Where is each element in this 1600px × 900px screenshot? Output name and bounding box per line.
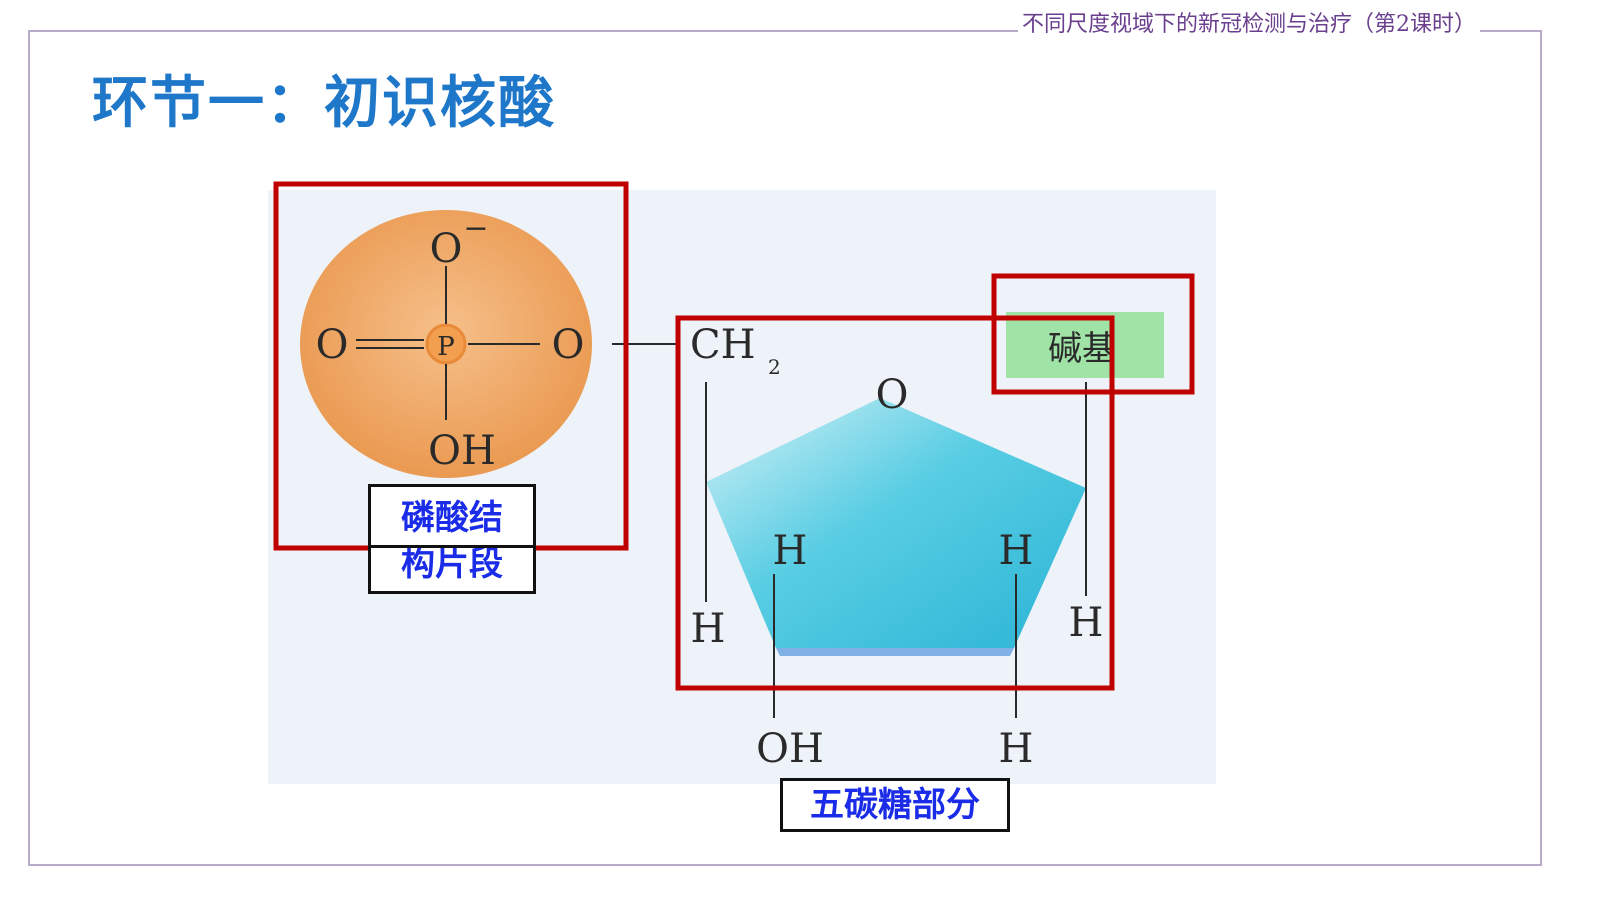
sugar-label: 五碳糖部分 [780,778,1010,832]
sugar-h-bottom: H [999,726,1034,772]
phosphate-label-line2: 构片段 [401,544,503,584]
phosphate-charge: − [463,211,488,246]
header-caption: 不同尺度视域下的新冠检测与治疗（第2课时） [1018,6,1480,38]
phosphate-oh: OH [428,428,496,474]
phosphate-p: P [437,332,455,362]
base-highlight-box [991,273,1195,395]
phosphate-o-right: O [552,322,585,368]
sugar-h-inner-right: H [999,528,1034,574]
phosphate-label-line1: 磷酸结 [401,498,503,538]
sugar-pentagon-underside [776,648,1014,656]
sugar-ch2-subscript: 2 [768,355,781,379]
sugar-ch2: CH [690,322,756,368]
phosphate-o-left: O [316,322,349,368]
base-rect [1006,312,1164,378]
phosphate-label-divider [371,545,533,548]
phosphorus-atom [425,323,467,365]
phosphate-o-top: O [430,226,463,272]
sugar-highlight-box [675,315,1115,691]
sugar-pentagon [706,398,1086,648]
sugar-h-right-outer: H [1069,600,1104,646]
sugar-oh-bottom: OH [756,726,824,772]
page-title: 环节一：初识核酸 [92,71,556,136]
phosphate-label: 磷酸结 构片段 [368,484,536,594]
sugar-h-inner-left: H [773,528,808,574]
sugar-ring-o: O [876,372,909,418]
base-label: 碱基 [1048,329,1116,369]
sugar-h-left-outer: H [691,606,726,652]
